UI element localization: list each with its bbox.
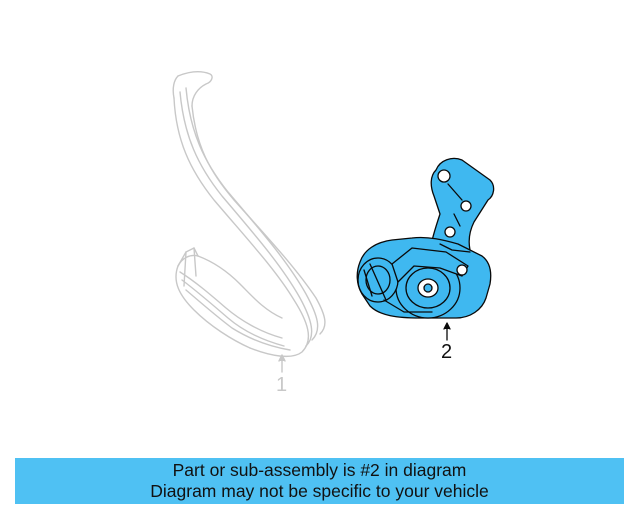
drive-belt-part-1 [172,71,326,373]
parts-diagram [172,71,495,373]
banner-line-vehicle-disclaimer: Diagram may not be specific to your vehi… [150,481,489,501]
callout-number-1: 1 [276,374,288,396]
belt-tensioner-part-2 [356,157,495,341]
banner-line-part-notice: Part or sub-assembly is #2 in diagram [172,460,467,480]
callout-number-2: 2 [441,341,453,363]
diagram-info-banner: Part or sub-assembly is #2 in diagram Di… [15,458,624,504]
